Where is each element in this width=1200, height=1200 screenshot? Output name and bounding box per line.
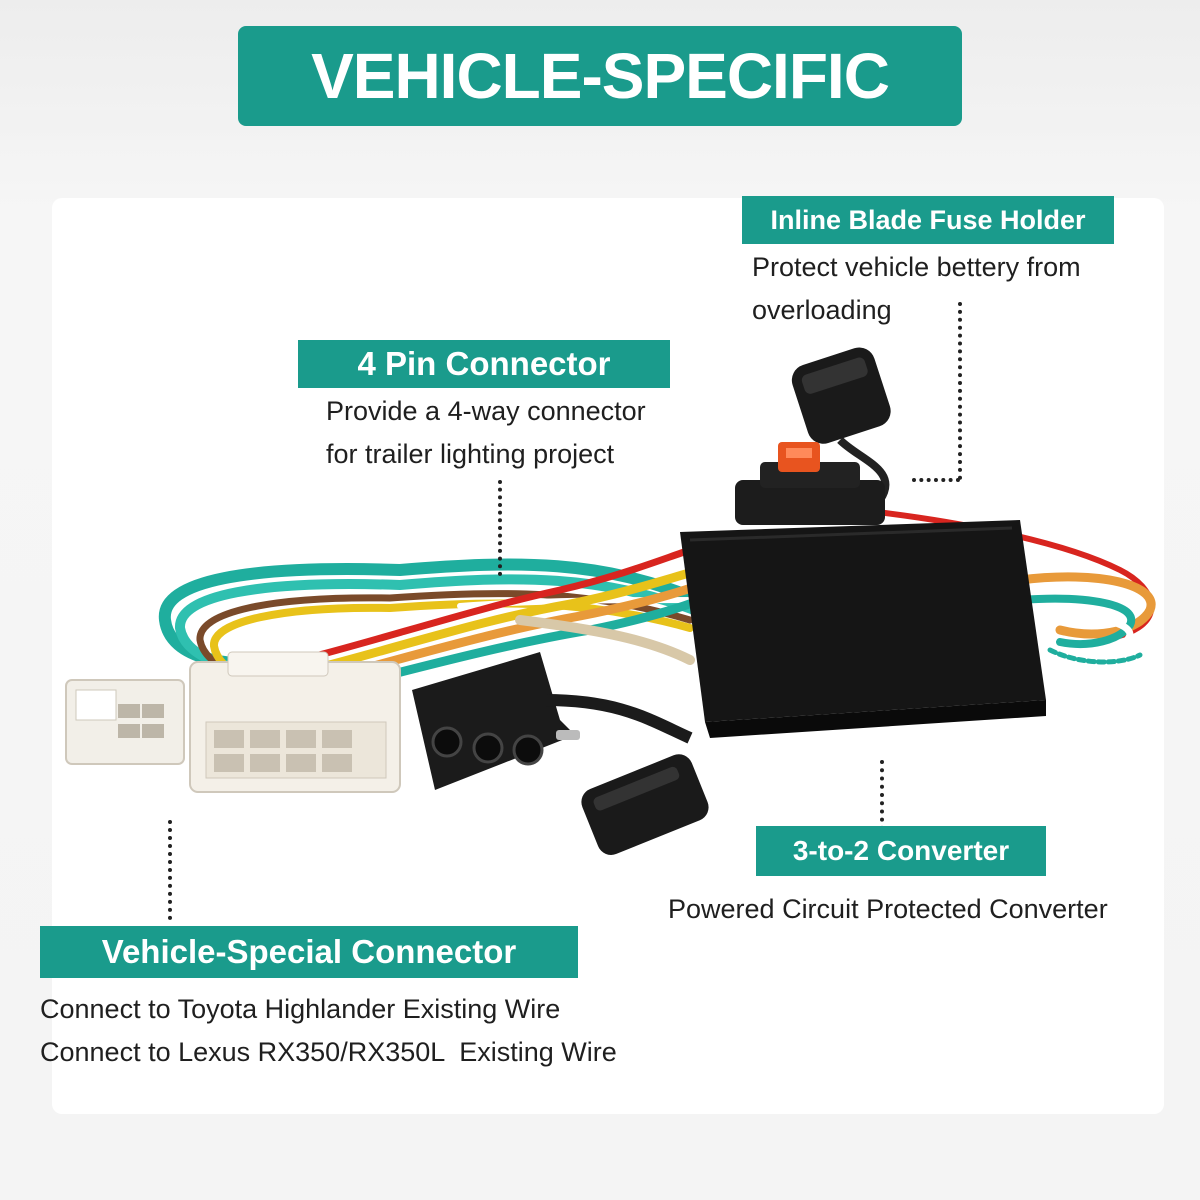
pin-connector-description-line-1: Provide a 4-way connector (326, 396, 646, 426)
connector-dust-cap (581, 754, 709, 855)
pin-connector-leader-line (498, 480, 502, 576)
converter-description: Powered Circuit Protected Converter (668, 888, 1108, 931)
fuse-holder-description-line-2: overloading (752, 295, 892, 325)
small-white-connector (65, 679, 185, 765)
converter-title: 3-to-2 Converter (756, 826, 1046, 876)
fuse-holder-cap (791, 347, 891, 444)
vehicle-connector-description: Connect to Toyota Highlander Existing Wi… (40, 988, 617, 1074)
fuse-holder-description-line-1: Protect vehicle bettery from (752, 252, 1081, 282)
vehicle-connector-description-line-2: Connect to Lexus RX350/RX350L Existing W… (40, 1037, 617, 1067)
converter-leader-line (880, 760, 884, 830)
vehicle-connector-title: Vehicle-Special Connector (40, 926, 578, 978)
vehicle-connector-description-line-1: Connect to Toyota Highlander Existing Wi… (40, 994, 561, 1024)
converter-box (680, 520, 1046, 738)
vehicle-connector-leader-line (168, 820, 172, 920)
pin-connector-description: Provide a 4-way connector for trailer li… (326, 390, 646, 476)
large-white-connector (189, 651, 401, 793)
wire-bundle-right (857, 507, 1156, 665)
fuse-holder-title: Inline Blade Fuse Holder (742, 196, 1114, 244)
fuse-holder-description: Protect vehicle bettery from overloading (752, 246, 1081, 332)
converter-description-line-1: Powered Circuit Protected Converter (668, 894, 1108, 924)
four-pin-connector (412, 652, 693, 790)
page-title: VEHICLE-SPECIFIC (238, 26, 962, 126)
fuse-holder-leader-line-horizontal (912, 478, 960, 482)
fuse-holder-body (735, 442, 885, 525)
fuse-holder-leader-line (958, 302, 962, 480)
pin-connector-description-line-2: for trailer lighting project (326, 439, 615, 469)
pin-connector-title: 4 Pin Connector (298, 340, 670, 388)
